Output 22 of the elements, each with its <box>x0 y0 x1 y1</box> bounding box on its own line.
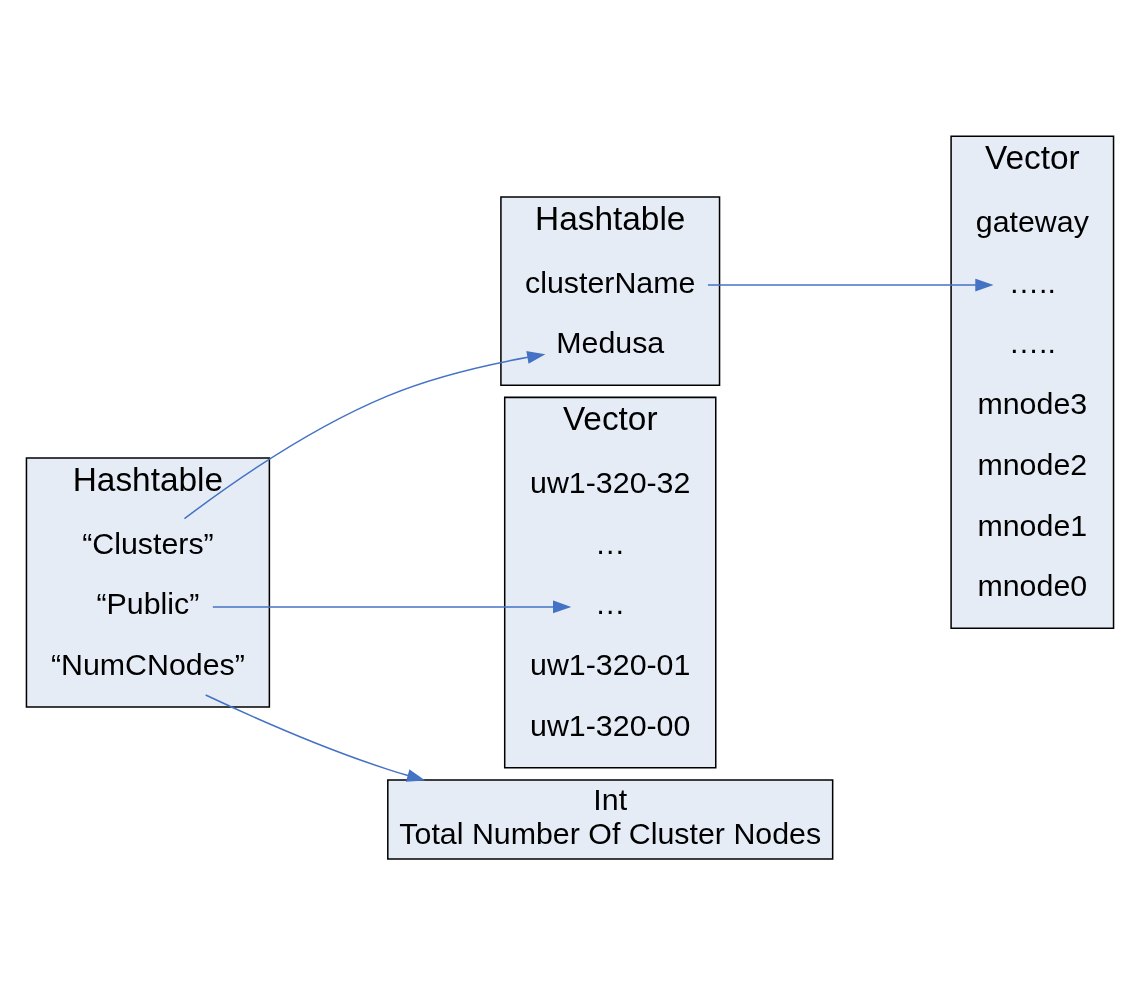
node-text: … <box>595 526 626 560</box>
node-text: Medusa <box>556 325 665 359</box>
node-text: “Clusters” <box>82 526 214 560</box>
node-text: clusterName <box>525 265 696 299</box>
node-text: … <box>595 586 626 620</box>
arrow <box>212 600 572 613</box>
node-text: ….. <box>1008 265 1056 299</box>
node-text: uw1-320-32 <box>530 465 691 499</box>
arrow <box>707 278 994 291</box>
node-text: mnode2 <box>977 447 1088 481</box>
node-text: mnode0 <box>977 568 1088 602</box>
node-text: uw1-320-00 <box>530 708 691 742</box>
node-text: ….. <box>1008 325 1056 359</box>
node-box: Int Total Number Of Cluster Nodes <box>387 778 834 860</box>
node-text: gateway <box>975 204 1089 238</box>
node-text: “Public” <box>96 586 200 620</box>
arrow <box>204 693 426 782</box>
node-text: “NumCNodes” <box>50 647 245 681</box>
node-text: mnode3 <box>977 386 1088 420</box>
arrow <box>183 350 546 519</box>
node-text: uw1-320-01 <box>530 647 691 681</box>
node-text: mnode1 <box>977 508 1088 542</box>
